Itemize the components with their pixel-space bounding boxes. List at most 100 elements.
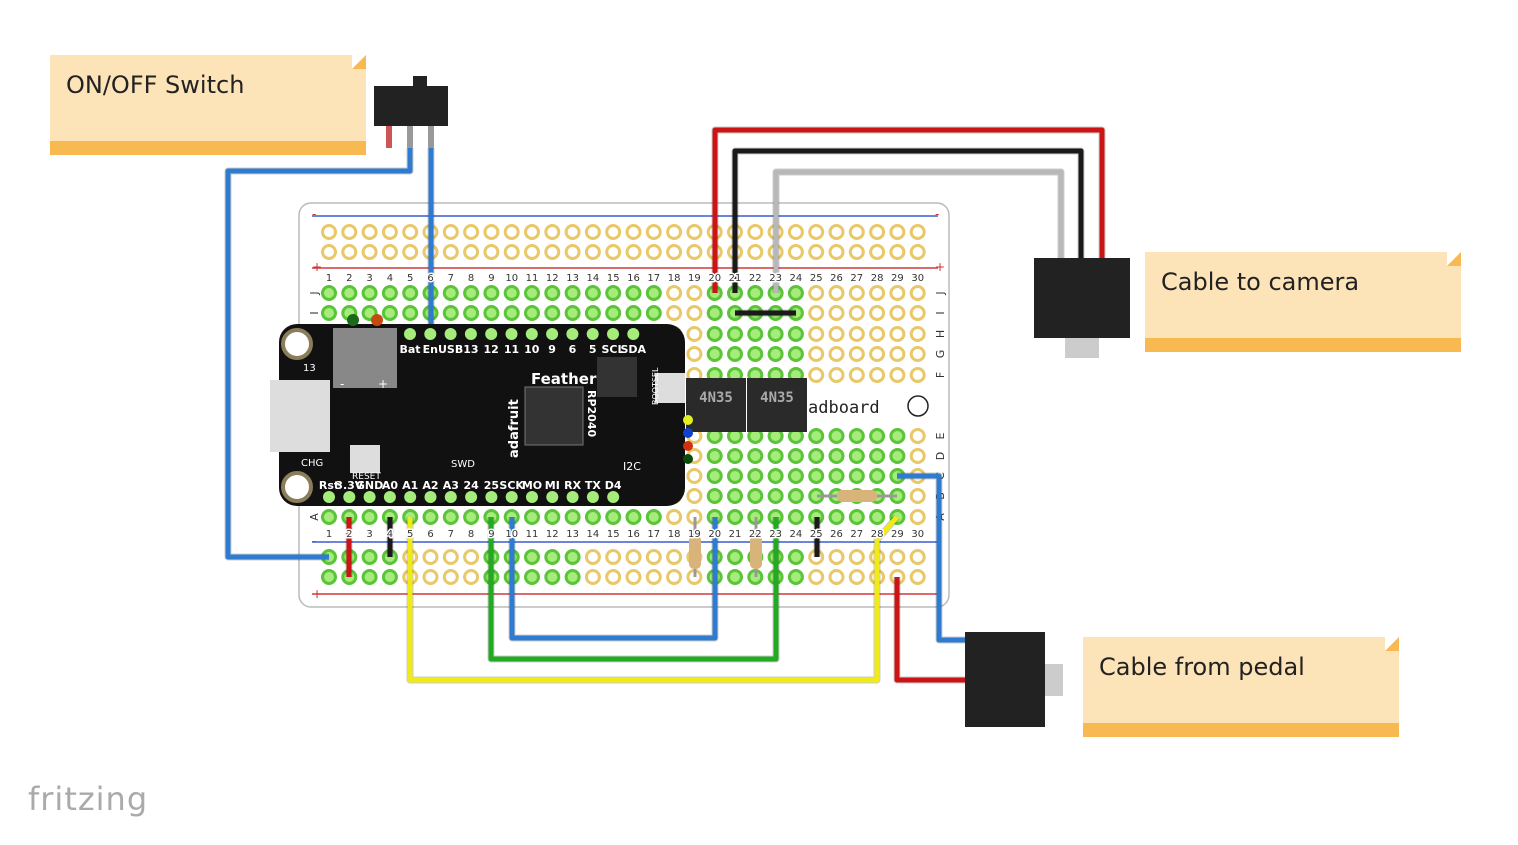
note-pedal[interactable]: Cable from pedal [1083, 637, 1399, 737]
breadboard-hole [767, 326, 784, 342]
column-label: 25 [810, 273, 823, 284]
pin-Bat [404, 328, 416, 340]
breadboard-hole [869, 305, 886, 321]
breadboard-hole [909, 346, 926, 362]
note-pedal-text: Cable from pedal [1099, 653, 1305, 681]
breadboard-hole [889, 549, 906, 565]
breadboard-hole [889, 244, 906, 260]
breadboard-hole [686, 285, 703, 301]
row-label: H [934, 330, 947, 338]
breadboard-hole [544, 569, 561, 585]
resistor [689, 535, 701, 569]
breadboard-hole [869, 326, 886, 342]
breadboard-hole [787, 488, 804, 504]
breadboard-hole [463, 569, 480, 585]
breadboard-hole [787, 468, 804, 484]
breadboard-hole [889, 326, 906, 342]
breadboard-hole [422, 569, 439, 585]
wire-camera-grey [773, 169, 1064, 293]
pin-label: 12 [484, 343, 499, 356]
breadboard-hole [544, 224, 561, 240]
breadboard-hole [483, 224, 500, 240]
breadboard-hole [584, 509, 601, 525]
optocoupler-chip: 4N35 [747, 378, 807, 432]
pin-10 [525, 328, 538, 340]
pin-En [424, 328, 437, 340]
breadboard-hole [625, 569, 642, 585]
pin-13 [464, 328, 477, 340]
breadboard-hole [869, 224, 886, 240]
breadboard-hole [909, 448, 926, 464]
column-label: 23 [769, 529, 782, 540]
breadboard-hole [686, 468, 703, 484]
column-label: 24 [790, 273, 803, 284]
swd-label: SWD [451, 459, 475, 470]
pin-label: Bat [399, 343, 420, 356]
breadboard-hole [909, 549, 926, 565]
breadboard-hole [381, 305, 398, 321]
note-camera-text: Cable to camera [1161, 268, 1360, 296]
breadboard-hole [544, 244, 561, 260]
optocoupler-body [747, 378, 807, 432]
column-label: 28 [871, 529, 884, 540]
note-camera[interactable]: Cable to camera [1145, 252, 1461, 352]
breadboard-hole [828, 549, 845, 565]
breadboard-hole [747, 326, 764, 342]
breadboard-hole [909, 326, 926, 342]
breadboard-hole [524, 305, 540, 321]
row-label: E [934, 432, 947, 439]
breadboard-hole [544, 549, 561, 565]
breadboard-hole [381, 244, 398, 260]
breadboard-hole [808, 224, 825, 240]
column-label: 24 [790, 529, 803, 540]
breadboard-hole [828, 244, 845, 260]
breadboard-hole [767, 488, 784, 504]
column-label: 27 [850, 529, 863, 540]
breadboard-hole [584, 224, 601, 240]
pin-label: USB [438, 343, 463, 356]
breadboard-hole [625, 549, 642, 565]
breadboard-hole [463, 509, 480, 525]
wire-pedal-blue [897, 473, 980, 643]
pin-A2 [424, 491, 437, 503]
row-label: J [934, 291, 947, 295]
breadboard-hole [361, 509, 378, 525]
pin-11 [505, 328, 518, 340]
pin-label: MO [522, 479, 542, 492]
breadboard-hole [828, 285, 845, 301]
column-label: 2 [346, 529, 352, 540]
column-label: 7 [448, 529, 454, 540]
breadboard-hole [463, 305, 480, 321]
resistor [750, 535, 762, 569]
breadboard-hole [889, 367, 906, 383]
breadboard-hole [321, 569, 337, 585]
breadboard-hole [909, 488, 926, 504]
breadboard-hole [564, 549, 581, 565]
optocoupler-label: 4N35 [699, 390, 733, 406]
column-label: 6 [427, 529, 433, 540]
pin-label: MI [545, 479, 560, 492]
column-label: 14 [587, 529, 600, 540]
breadboard-hole [706, 346, 723, 362]
pin-label: SDA [621, 343, 647, 356]
breadboard-hole [727, 549, 743, 565]
note-switch[interactable]: ON/OFF Switch [50, 55, 366, 155]
breadboard-hole [605, 244, 622, 260]
breadboard-hole [463, 549, 480, 565]
breadboard-hole [909, 569, 926, 585]
breadboard-hole [787, 326, 804, 342]
column-label: 1 [326, 273, 332, 284]
breadboard-hole [727, 569, 743, 585]
breadboard-hole [524, 549, 540, 565]
breadboard-hole [808, 428, 825, 444]
switch-pin [386, 126, 392, 148]
column-label: 19 [688, 529, 701, 540]
breadboard-hole [767, 346, 784, 362]
breadboard-hole [442, 224, 459, 240]
breadboard-hole [483, 244, 500, 260]
column-label: 26 [830, 273, 843, 284]
breadboard-hole [869, 244, 886, 260]
breadboard-hole [666, 285, 683, 301]
breadboard-hole [442, 285, 459, 301]
breadboard-hole [869, 428, 886, 444]
